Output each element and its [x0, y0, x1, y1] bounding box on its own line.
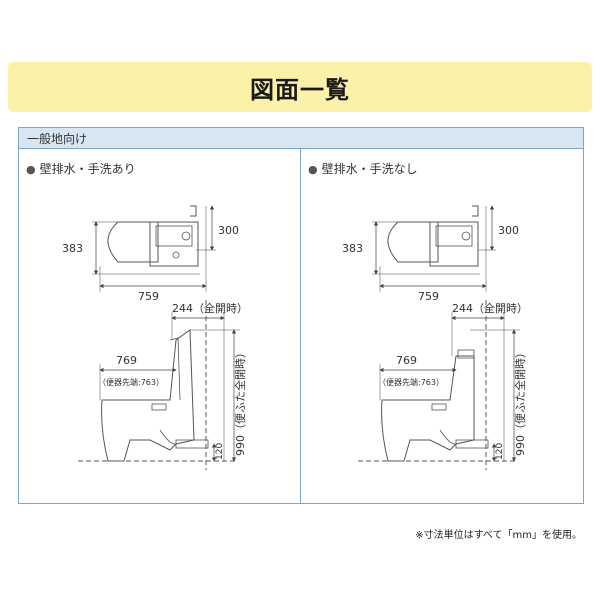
right-width-label: 759 [418, 290, 439, 303]
variant-right-label: ●壁排水・手洗なし [308, 162, 418, 176]
right-bowl-length-label: 769 [396, 354, 417, 367]
section-header-label: 一般地向け [27, 132, 88, 146]
variant-left-label: ●壁排水・手洗あり [26, 162, 136, 176]
left-bowl-tip-note: （便器先端:763） [98, 377, 164, 387]
page-title: 図面一覧 [250, 76, 350, 104]
right-drain-offset-label: 300 [498, 224, 519, 237]
right-drain-height-label: 120 [495, 443, 505, 460]
drawing-panel: 一般地向け [18, 127, 584, 504]
left-seat-open-label: 244（全開時） [172, 301, 248, 315]
right-bowl-tip-note: （便器先端:763） [378, 377, 444, 387]
panel-divider [300, 149, 301, 503]
right-depth-label: 383 [342, 242, 363, 255]
page-title-bar: 図面一覧 [8, 62, 592, 112]
left-top-view: 300 383 759 [62, 205, 239, 303]
right-top-view: 300 383 759 [342, 205, 519, 303]
right-seat-open-label: 244（全開時） [452, 301, 528, 315]
left-depth-label: 383 [62, 242, 83, 255]
right-side-view: 769 （便器先端:763） 244（全開時） 990（便ふた全開時） 120 [358, 300, 528, 470]
section-header: 一般地向け [19, 128, 583, 149]
left-side-view: 769 （便器先端:763） 244（全開時） 990（便ふた全開時） 120 [78, 300, 248, 470]
units-footnote: ※寸法単位はすべて「mm」を使用。 [415, 530, 582, 541]
left-width-label: 759 [138, 290, 159, 303]
bullet-icon: ● [308, 163, 318, 176]
left-drain-height-label: 120 [215, 443, 225, 460]
right-total-height-label: 990（便ふた全開時） [513, 347, 527, 456]
left-total-height-label: 990（便ふた全開時） [233, 347, 247, 456]
bullet-icon: ● [26, 163, 36, 176]
left-bowl-length-label: 769 [116, 354, 137, 367]
left-drain-offset-label: 300 [218, 224, 239, 237]
